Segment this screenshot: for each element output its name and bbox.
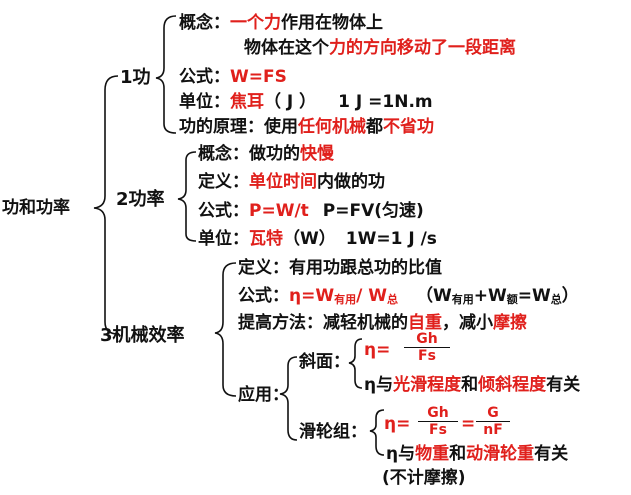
application-brace [279, 356, 298, 441]
power-definition: 定义：单位时间内做的功 [198, 172, 385, 192]
pulley-label: 滑轮组： [299, 422, 367, 442]
incline-label: 斜面： [299, 352, 350, 372]
work-formula: 公式：W=FS [179, 67, 287, 87]
incline-eta: η= [364, 340, 391, 360]
incline-fraction: Gh Fs [404, 331, 450, 364]
work-concept-line2: 物体在这个力的方向移动了一段距离 [244, 38, 516, 58]
power-concept: 概念：做功的快慢 [198, 144, 334, 164]
efficiency-title: 3机械效率 [100, 325, 185, 346]
power-brace [177, 151, 197, 242]
pulley-eta: η= [384, 414, 411, 434]
efficiency-application-label: 应用： [238, 385, 289, 405]
work-brace [155, 15, 177, 134]
work-unit: 单位：焦耳（ J ）1 J =1N.m [179, 92, 433, 112]
incline-brace [348, 338, 363, 389]
work-concept: 概念：一个力作用在物体上 [179, 13, 383, 33]
efficiency-definition: 定义：有用功跟总功的比值 [238, 258, 442, 278]
pulley-fraction-1: Gh Fs [418, 405, 458, 438]
efficiency-formula: 公式：η=W有用/ W总（W有用+W额=W总） [238, 286, 579, 306]
pulley-note: η与物重和动滑轮重有关 [386, 444, 569, 464]
work-principle: 功的原理：使用任何机械都不省功 [179, 117, 434, 137]
incline-note: η与光滑程度和倾斜程度有关 [364, 375, 581, 395]
pulley-equals: = [461, 414, 476, 434]
efficiency-improve: 提高方法：减轻机械的自重，减小摩擦 [238, 313, 527, 333]
power-title: 2功率 [116, 189, 165, 210]
efficiency-brace [214, 262, 237, 397]
root-title: 功和功率 [2, 198, 70, 218]
pulley-brace [369, 409, 385, 456]
work-title: 1功 [120, 67, 151, 88]
power-unit: 单位：瓦特（W）1W=1 J /s [198, 229, 437, 249]
pulley-fraction-2: G nF [476, 405, 510, 438]
pulley-note-paren: (不计摩擦) [382, 468, 466, 488]
root-brace [93, 75, 119, 335]
